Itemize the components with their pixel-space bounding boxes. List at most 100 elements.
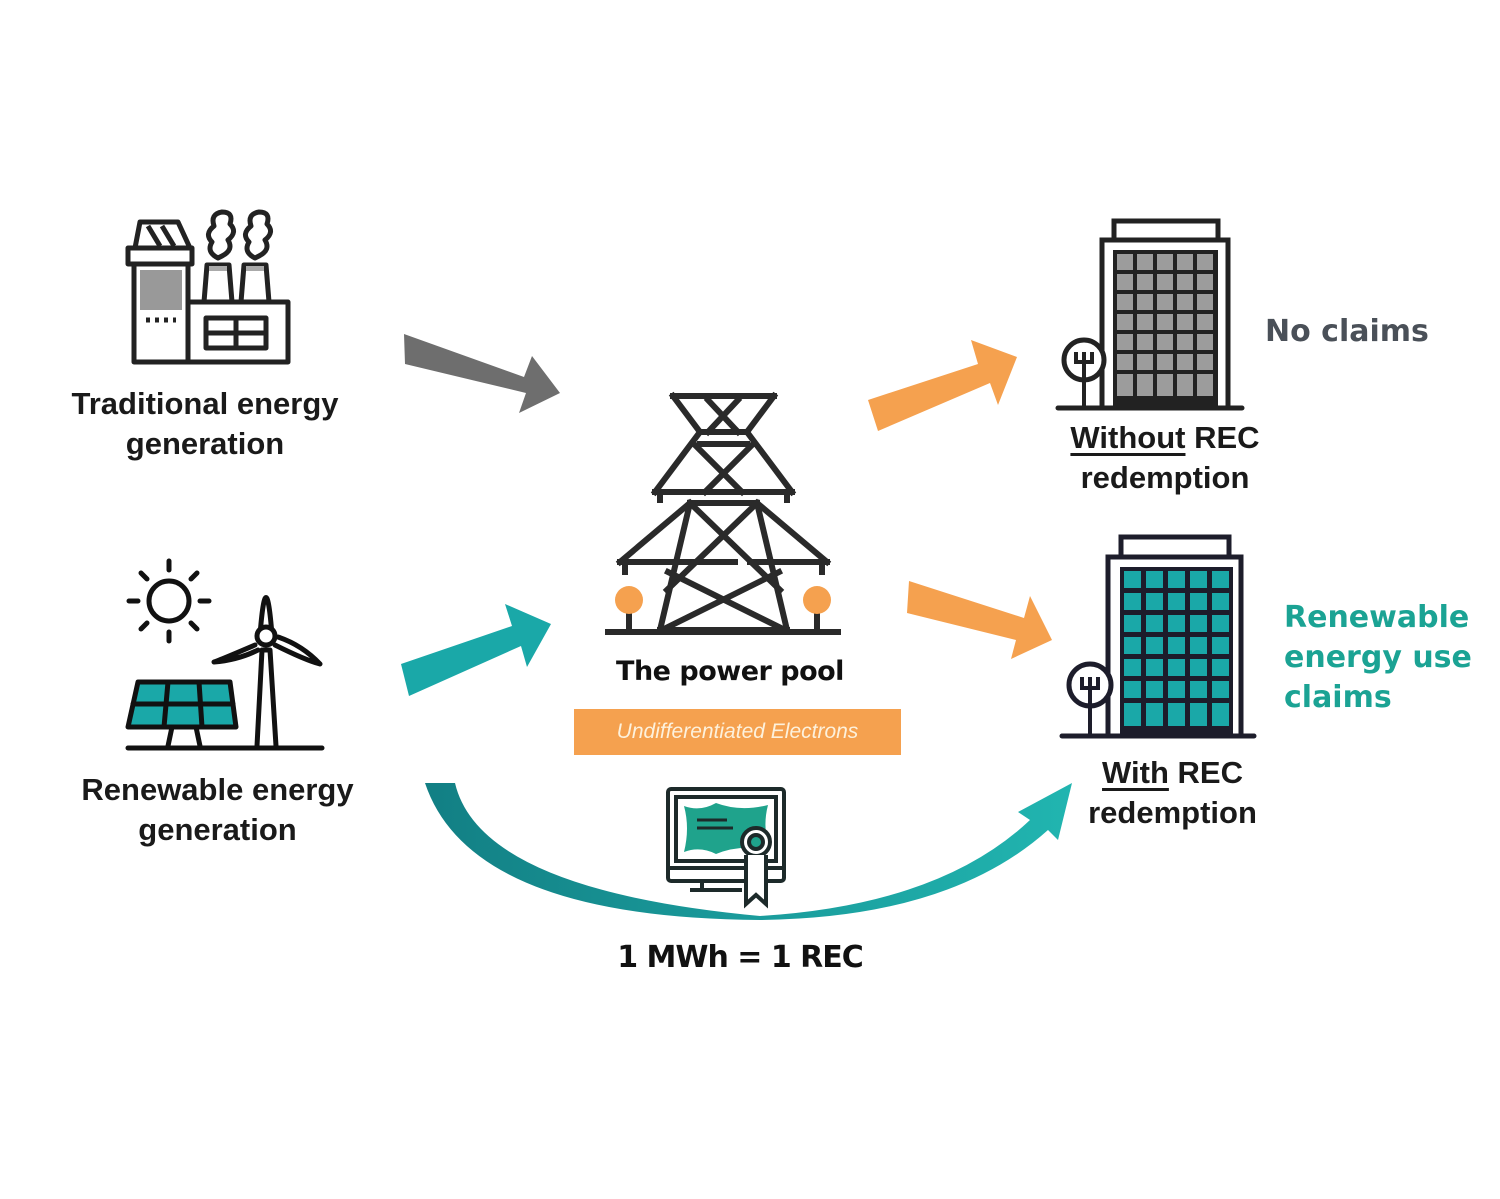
window-pane (1124, 681, 1141, 698)
window-pane (1146, 571, 1163, 588)
window-pane (1190, 703, 1207, 726)
window-pane (1212, 681, 1229, 698)
window-pane (1137, 374, 1153, 396)
window-pane (1197, 354, 1213, 370)
no-claims-label: No claims (1265, 314, 1429, 349)
window-pane (1137, 274, 1153, 290)
power-pool-title: The power pool (616, 656, 844, 687)
window-pane (1190, 637, 1207, 654)
window-pane (1146, 637, 1163, 654)
window-pane (1197, 274, 1213, 290)
rec-curved-arrow (425, 783, 1072, 920)
window-pane (1137, 254, 1153, 270)
window-pane (1117, 254, 1133, 270)
window-pane (1177, 354, 1193, 370)
without-redemption-text: redemption (1080, 460, 1250, 495)
window-pane (1168, 615, 1185, 632)
window-pane (1212, 659, 1229, 676)
gray-arrow (404, 334, 560, 413)
window-pane (1212, 593, 1229, 610)
claims-line-1: Renewable (1284, 600, 1470, 635)
window-pane (1168, 637, 1185, 654)
window-pane (1168, 659, 1185, 676)
without-emphasis: Without (1070, 420, 1186, 455)
undifferentiated-electrons-badge: Undifferentiated Electrons (574, 709, 901, 755)
office-building-teal-icon (1059, 534, 1257, 739)
window-pane (1146, 703, 1163, 726)
window-pane (1168, 703, 1185, 726)
without-rec-text: REC (1185, 420, 1260, 455)
window-pane (1124, 593, 1141, 610)
traditional-label-line2: generation (125, 426, 285, 461)
window-pane (1197, 254, 1213, 270)
window-pane (1212, 703, 1229, 726)
window-pane (1124, 659, 1141, 676)
renewable-generation-label: Renewable energy generation (50, 770, 385, 850)
window-pane (1190, 681, 1207, 698)
solar-wind-icon (125, 558, 325, 751)
window-pane (1157, 294, 1173, 310)
window-pane (1157, 334, 1173, 350)
window-pane (1157, 314, 1173, 330)
window-pane (1177, 334, 1193, 350)
window-pane (1124, 571, 1141, 588)
traditional-label-line1: Traditional energy (71, 386, 339, 421)
window-pane (1117, 334, 1133, 350)
traditional-generation-label: Traditional energy generation (40, 384, 370, 464)
window-pane (1117, 274, 1133, 290)
window-pane (1146, 659, 1163, 676)
window-pane (1137, 334, 1153, 350)
window-pane (1137, 314, 1153, 330)
window-pane (1190, 659, 1207, 676)
orange-bulb-right (803, 586, 831, 614)
window-pane (1197, 334, 1213, 350)
window-pane (1124, 703, 1141, 726)
window-pane (1157, 254, 1173, 270)
window-pane (1190, 593, 1207, 610)
window-pane (1157, 274, 1173, 290)
window-pane (1157, 374, 1173, 396)
orange-arrow-top (868, 340, 1017, 431)
renewable-label-line1: Renewable energy (81, 772, 354, 807)
claims-line-2: energy use (1284, 640, 1472, 675)
window-pane (1177, 374, 1193, 396)
window-pane (1168, 681, 1185, 698)
window-pane (1212, 571, 1229, 588)
window-pane (1117, 354, 1133, 370)
window-pane (1212, 615, 1229, 632)
window-pane (1197, 314, 1213, 330)
without-rec-label: Without REC redemption (1030, 418, 1300, 498)
window-pane (1197, 294, 1213, 310)
window-pane (1177, 254, 1193, 270)
window-pane (1197, 374, 1213, 396)
window-pane (1137, 294, 1153, 310)
orange-arrow-bottom (907, 581, 1052, 659)
with-emphasis: With (1102, 755, 1169, 790)
window-pane (1177, 314, 1193, 330)
window-pane (1168, 571, 1185, 588)
window-pane (1157, 354, 1173, 370)
renewable-label-line2: generation (138, 812, 297, 847)
teal-arrow (401, 604, 551, 696)
window-pane (1190, 571, 1207, 588)
window-pane (1177, 274, 1193, 290)
renewable-claims-label: Renewable energy use claims (1284, 598, 1472, 718)
window-pane (1212, 637, 1229, 654)
window-pane (1117, 374, 1133, 396)
with-rec-label: With REC redemption (1040, 753, 1305, 833)
claims-line-3: claims (1284, 680, 1392, 715)
window-grid-teal (1124, 571, 1229, 726)
office-building-gray-icon (1055, 218, 1245, 411)
window-pane (1124, 637, 1141, 654)
window-pane (1117, 314, 1133, 330)
with-rec-text: REC (1168, 755, 1243, 790)
factory-icon (125, 209, 291, 365)
window-pane (1168, 593, 1185, 610)
window-grid-gray (1117, 254, 1213, 396)
orange-bulb-left (615, 586, 643, 614)
window-pane (1146, 615, 1163, 632)
mwh-rec-equation: 1 MWh = 1 REC (617, 940, 864, 975)
window-pane (1177, 294, 1193, 310)
window-pane (1137, 354, 1153, 370)
window-pane (1190, 615, 1207, 632)
